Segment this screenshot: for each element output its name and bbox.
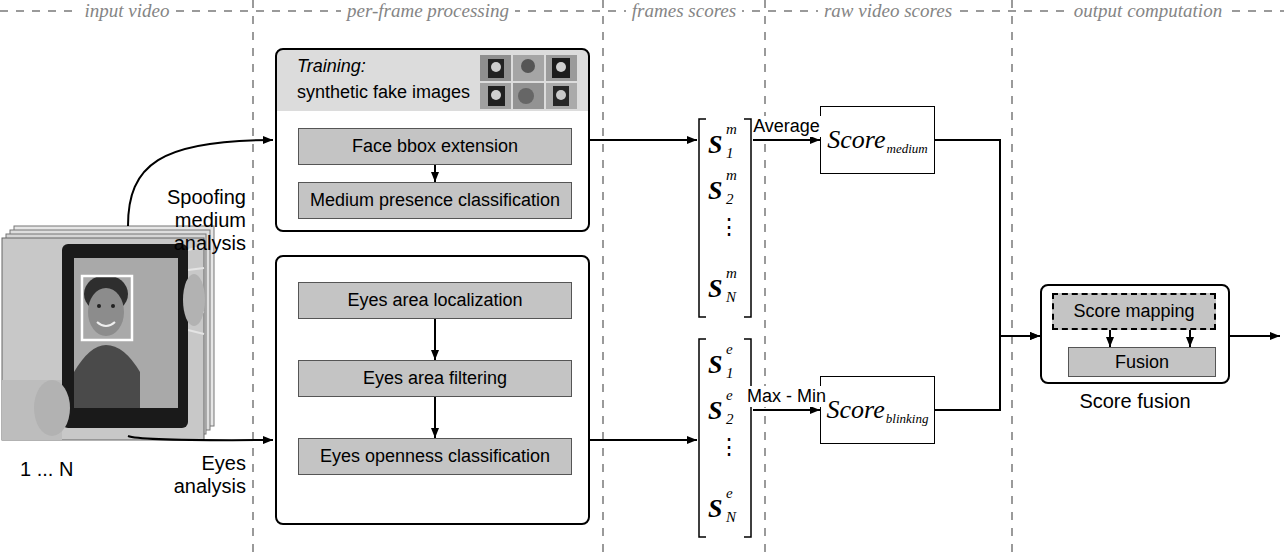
- column-header: input video: [79, 0, 176, 22]
- score-symbol: S: [708, 352, 722, 378]
- score-symbol: S: [708, 178, 722, 204]
- branch-label: Spoofing medium analysis: [140, 186, 246, 255]
- connector-arrow: [590, 439, 697, 441]
- superscript: e: [726, 486, 733, 501]
- score-subscript: medium: [887, 141, 928, 157]
- training-note: synthetic fake images: [297, 82, 470, 103]
- score-subscript: blinking: [886, 411, 929, 427]
- connector-arrow: [1109, 330, 1111, 347]
- connector-arrow: [434, 397, 436, 438]
- score-vector: Sm1Sm2⋮SmN: [697, 118, 753, 318]
- edge-label: Average: [752, 116, 821, 137]
- training-heading: Training:: [297, 56, 366, 77]
- column-header: raw video scores: [818, 0, 958, 22]
- subscript: 1: [726, 146, 734, 161]
- subscript: 2: [726, 192, 734, 207]
- connector-arrow: [590, 139, 697, 141]
- score-symbol: S: [708, 276, 722, 302]
- score-symbol: S: [708, 496, 722, 522]
- subscript: 2: [726, 412, 734, 427]
- mapping-box: Score mapping: [1052, 293, 1216, 330]
- process-box: Eyes openness classification: [298, 438, 572, 475]
- group-box: Training: synthetic fake imagesFace bbox …: [275, 48, 590, 232]
- connector-arrow: [935, 140, 1040, 336]
- process-box: Eyes area localization: [298, 282, 572, 319]
- box-text: Eyes openness classification: [320, 446, 550, 467]
- process-box: Eyes area filtering: [298, 360, 572, 397]
- score-symbol: S: [708, 398, 722, 424]
- input-video-frames: [2, 226, 214, 440]
- connector-arrow: [753, 139, 820, 141]
- column-header: per-frame processing: [341, 0, 515, 22]
- edge-label: Max - Min: [746, 386, 827, 407]
- subscript: N: [726, 510, 736, 525]
- box-text: Fusion: [1115, 352, 1169, 373]
- subscript: N: [726, 290, 736, 305]
- superscript: m: [726, 266, 737, 281]
- frame-range-label: 1 ... N: [20, 458, 73, 481]
- fusion-group: Score fusionScore mappingFusion: [1040, 284, 1230, 384]
- column-header: frames scores: [626, 0, 742, 22]
- connector-arrow: [935, 336, 1040, 410]
- box-text: Medium presence classification: [310, 190, 560, 211]
- group-caption: Score fusion: [1022, 390, 1248, 413]
- process-box: Face bbox extension: [298, 128, 572, 165]
- score-vector: Se1Se2⋮SeN: [697, 338, 753, 538]
- score-box: Scoremedium: [820, 106, 935, 174]
- box-text: Eyes area localization: [347, 290, 522, 311]
- input-wires: [128, 140, 1280, 440]
- ellipsis-mark: ⋮: [718, 216, 740, 238]
- box-text: Face bbox extension: [352, 136, 518, 157]
- score-name: Score: [827, 395, 885, 425]
- subscript: 1: [726, 366, 734, 381]
- column-header: output computation: [1068, 0, 1228, 22]
- box-text: Score mapping: [1073, 301, 1194, 322]
- connector-arrow: [434, 319, 436, 360]
- superscript: m: [726, 168, 737, 183]
- score-name: Score: [827, 125, 885, 155]
- superscript: e: [726, 342, 733, 357]
- score-box: Scoreblinking: [820, 376, 935, 444]
- ellipsis-mark: ⋮: [718, 436, 740, 458]
- superscript: e: [726, 388, 733, 403]
- superscript: m: [726, 122, 737, 137]
- training-band: [276, 49, 589, 111]
- connector-arrow: [753, 409, 820, 411]
- connector-arrow: [434, 165, 436, 182]
- process-box: Medium presence classification: [298, 182, 572, 219]
- training-thumbnails: [480, 55, 577, 109]
- box-text: Eyes area filtering: [363, 368, 507, 389]
- branch-label: Eyes analysis: [170, 452, 246, 498]
- score-symbol: S: [708, 132, 722, 158]
- group-box: Eyes area localizationEyes area filterin…: [275, 255, 590, 525]
- process-box: Fusion: [1068, 347, 1216, 377]
- connector-arrow: [1189, 330, 1191, 347]
